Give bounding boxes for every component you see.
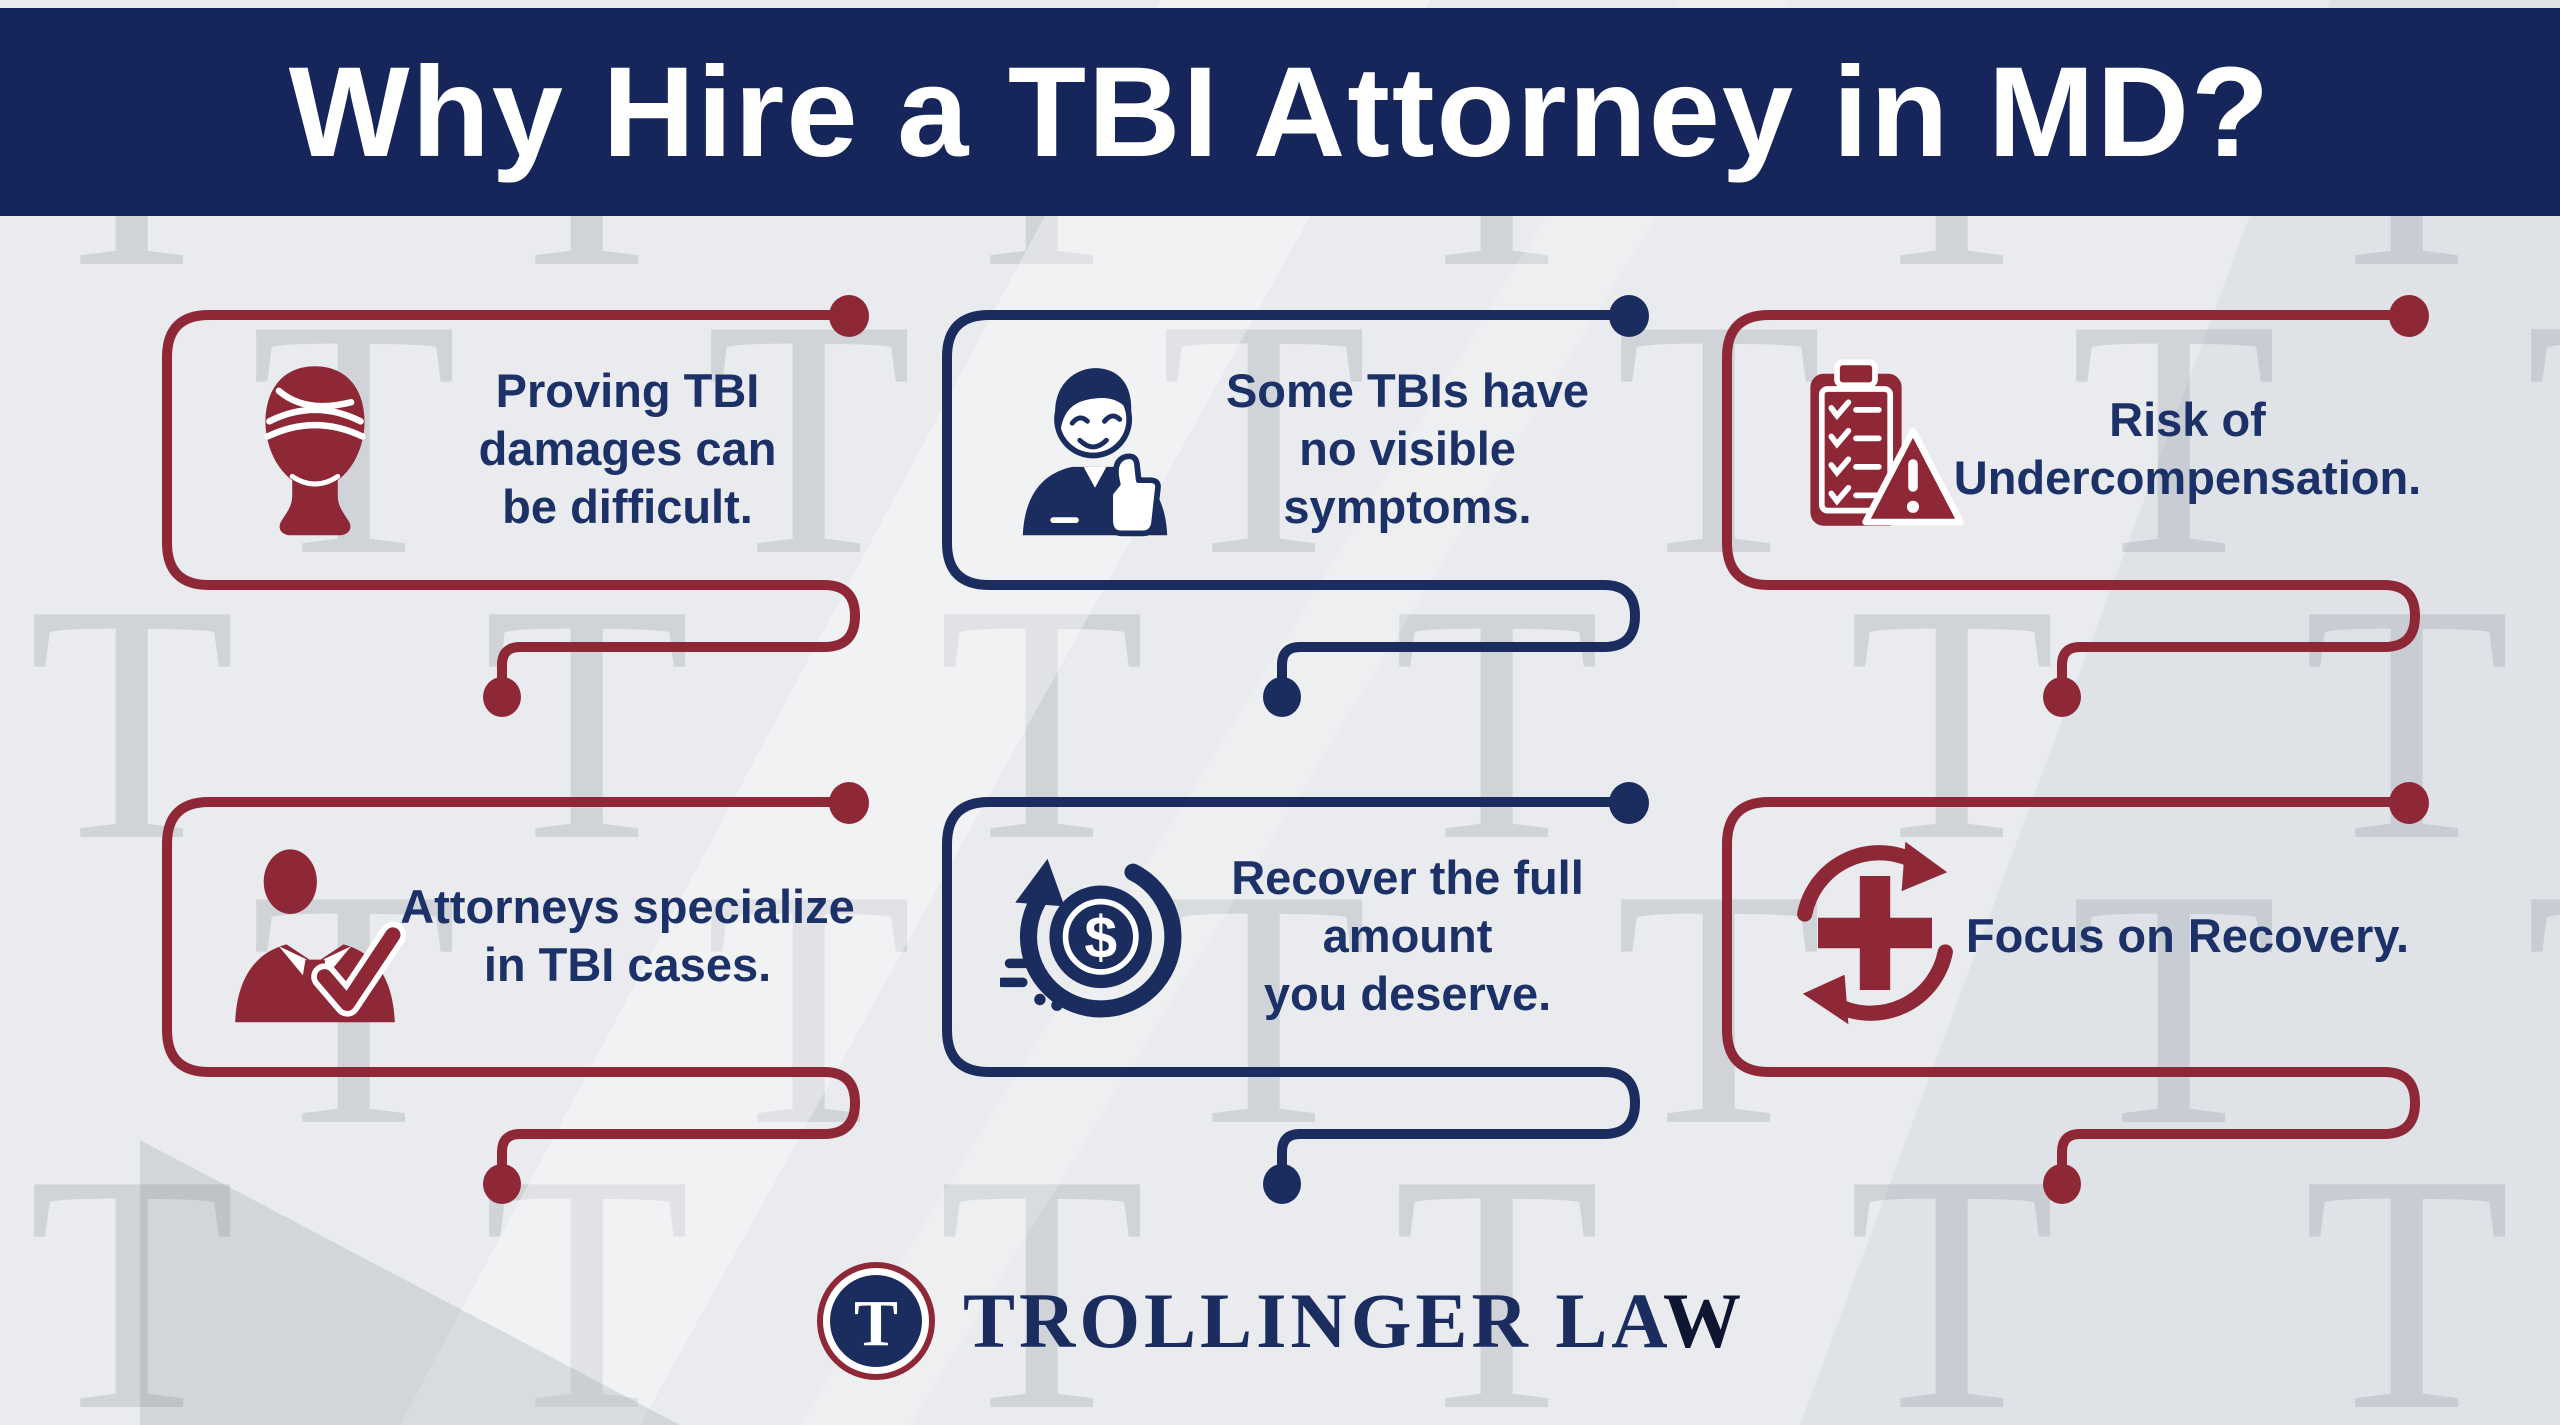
watermark-letter: T: [28, 534, 236, 911]
watermark-letter: T: [1615, 819, 1823, 1196]
watermark-letter: T: [1160, 249, 1368, 626]
card-text-line: Focus on Recovery.: [1965, 908, 2410, 962]
card-text-line: amount: [1322, 908, 1493, 962]
watermark-letter: T: [2525, 838, 2560, 1178]
connector-dot-bottom: [1263, 1164, 1301, 1204]
connector-dot-top: [829, 295, 869, 337]
connector-dot-top: [1609, 295, 1649, 337]
dollar-refresh-icon: $: [1000, 838, 1190, 1028]
card-text-line: in TBI cases.: [483, 938, 772, 991]
connector-path: [1722, 797, 2420, 1173]
connector-path: [942, 797, 1640, 1173]
bandaged-head-icon: [220, 351, 410, 541]
attorney-check-icon: [220, 838, 410, 1028]
watermark-letter: T: [1160, 819, 1368, 1196]
card-text-line: be difficult.: [502, 480, 753, 534]
card-connector-outline: [1722, 782, 2429, 1204]
connector-path: [162, 310, 860, 686]
card-focus-on-recovery: Focus on Recovery.: [1695, 770, 2445, 1215]
watermark-letter: T: [1393, 1104, 1601, 1425]
connector-dot-top: [1609, 782, 1649, 824]
thumbs-up-person-icon: [1000, 351, 1190, 541]
watermark-letter: T: [1848, 534, 2056, 911]
connector-path: [1722, 310, 2420, 686]
card-text-line: damages can: [478, 421, 777, 475]
connector-dot-bottom: [2043, 1164, 2081, 1204]
connector-dot-top: [2389, 295, 2429, 337]
connector-dot-bottom: [2043, 677, 2081, 717]
watermark-letter: T: [483, 534, 691, 911]
watermark-letter: T: [2525, 268, 2560, 608]
connector-dot-bottom: [483, 1164, 521, 1204]
card-text-line: Risk of: [2109, 392, 2266, 446]
card-connector-outline: [942, 782, 1649, 1204]
card-connector-outline: [162, 782, 869, 1204]
watermark-letter: T: [2070, 249, 2278, 626]
brand-name-last-letter: W: [1663, 1277, 1745, 1364]
brand-footer: T TROLLINGER LAW: [0, 1256, 2560, 1386]
brand-name-main: TROLLINGER LA: [963, 1277, 1663, 1364]
connector-dot-bottom: [1263, 677, 1301, 717]
trollinger-law-logo-icon: T: [817, 1262, 935, 1380]
watermark-letter: T: [1393, 534, 1601, 911]
connector-path: [162, 797, 860, 1173]
watermark-letter: T: [938, 1104, 1146, 1425]
card-text-line: Recover the full: [1231, 850, 1584, 904]
watermark-letter: T: [2070, 819, 2278, 1196]
watermark-letter: T: [2303, 1104, 2511, 1425]
checklist-warning-icon: [1780, 351, 1970, 541]
card-text-line: no visible: [1299, 421, 1516, 475]
header-bar: Why Hire a TBI Attorney in MD?: [0, 8, 2560, 216]
card-text-line: Proving TBI: [495, 363, 760, 417]
card-text-focus-on-recovery: Focus on Recovery.: [1960, 800, 2415, 1072]
watermark-letter: T: [705, 819, 913, 1196]
page-title: Why Hire a TBI Attorney in MD?: [288, 40, 2272, 184]
svg-text:$: $: [1084, 906, 1117, 971]
card-text-line: Undercompensation.: [1953, 451, 2422, 504]
watermark-letter: T: [1615, 249, 1823, 626]
connector-path: [942, 310, 1640, 686]
card-text-line: symptoms.: [1283, 480, 1532, 534]
card-connector-outline: [1722, 295, 2429, 717]
card-connector-outline: [942, 295, 1649, 717]
card-text-line: Some TBIs have: [1225, 363, 1590, 417]
watermark-letter: T: [938, 534, 1146, 911]
logo-initial: T: [854, 1287, 898, 1360]
card-text-line: Attorneys specialize: [400, 879, 855, 933]
brand-name: TROLLINGER LAW: [963, 1276, 1745, 1366]
recovery-cross-icon: [1780, 838, 1970, 1028]
watermark-letter: T: [2303, 534, 2511, 911]
connector-dot-top: [829, 782, 869, 824]
watermark-letter: T: [28, 1104, 236, 1425]
card-connector-outline: [162, 295, 869, 717]
card-text-line: you deserve.: [1263, 967, 1552, 1021]
logo-inner-disc: [830, 1275, 922, 1367]
watermark-letter: T: [705, 249, 913, 626]
watermark-letter: T: [1848, 1104, 2056, 1425]
connector-dot-bottom: [483, 677, 521, 717]
connector-dot-top: [2389, 782, 2429, 824]
